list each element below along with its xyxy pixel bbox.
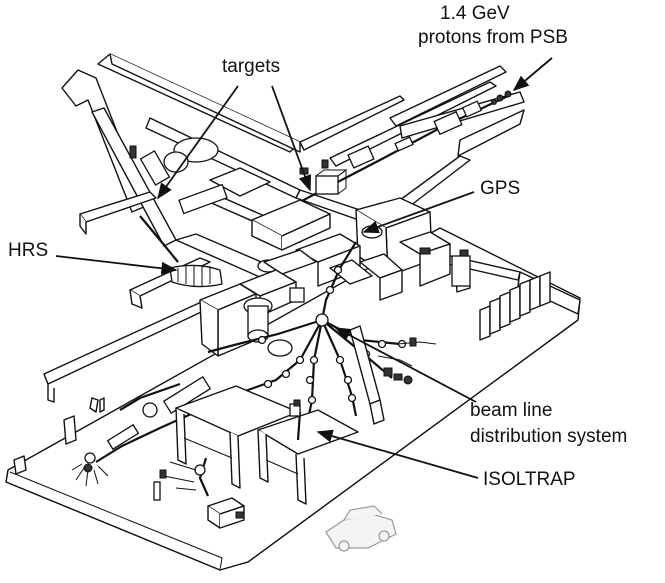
targets-label: targets bbox=[222, 56, 280, 77]
hrs-label: HRS bbox=[8, 240, 48, 261]
beam-source-label: protons from PSB bbox=[418, 27, 568, 48]
isoltrap-arrow bbox=[316, 429, 479, 479]
isoltrap-label: ISOLTRAP bbox=[483, 469, 576, 490]
hrs-arrow bbox=[55, 255, 178, 275]
psb-arrow bbox=[512, 57, 553, 92]
distribution-system-label: distribution system bbox=[470, 426, 627, 447]
low-energy-beamline bbox=[71, 375, 212, 487]
beam-line-label: beam line bbox=[470, 400, 552, 421]
gps-shielding bbox=[199, 197, 471, 357]
gps-arrow bbox=[362, 191, 475, 234]
hrs-magnets bbox=[129, 137, 279, 288]
gps-label: GPS bbox=[480, 178, 520, 199]
isoltrap-platform bbox=[153, 385, 359, 529]
annotation-arrows bbox=[55, 57, 553, 479]
targets-arrow-left bbox=[157, 85, 239, 200]
beam-line-arrow bbox=[334, 327, 477, 403]
labels: 1.4 GeV protons from PSB targets GPS HRS… bbox=[8, 3, 627, 490]
beam-energy-label: 1.4 GeV bbox=[440, 3, 510, 24]
building-floor bbox=[5, 227, 581, 571]
car-illustration bbox=[325, 505, 397, 552]
targets-arrow-right bbox=[271, 85, 312, 192]
